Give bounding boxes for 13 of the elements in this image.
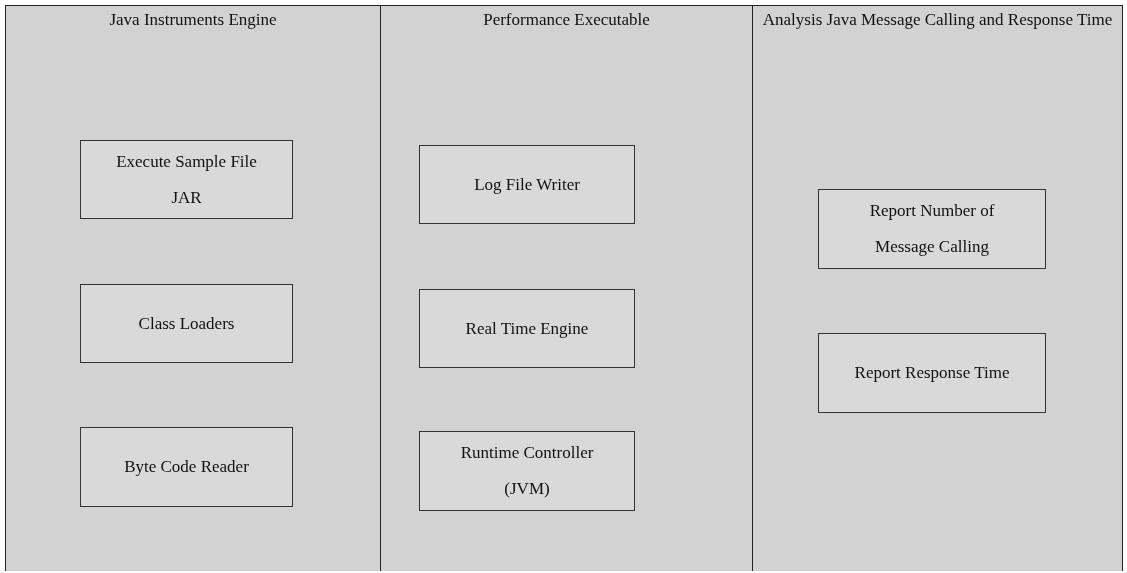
process-box: Log File Writer xyxy=(419,145,635,224)
process-box: Execute Sample File JAR xyxy=(80,140,293,219)
process-box: Class Loaders xyxy=(80,284,293,363)
column-panel xyxy=(6,6,381,571)
process-box: Runtime Controller (JVM) xyxy=(419,431,635,511)
column-heading: Analysis Java Message Calling and Response Time xyxy=(761,9,1114,31)
process-box: Real Time Engine xyxy=(419,289,635,368)
process-box: Report Response Time xyxy=(818,333,1046,413)
column-heading: Performance Executable xyxy=(482,9,651,31)
column-panel xyxy=(381,6,753,571)
process-box: Report Number of Message Calling xyxy=(818,189,1046,269)
process-box: Byte Code Reader xyxy=(80,427,293,507)
column-heading: Java Instruments Engine xyxy=(108,9,278,31)
